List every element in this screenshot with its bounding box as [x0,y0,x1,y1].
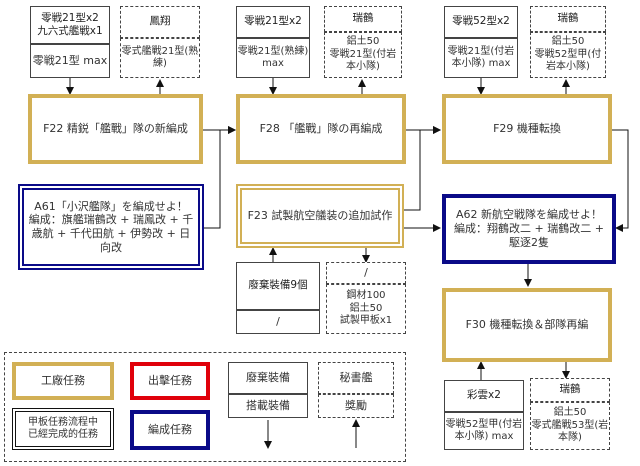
f23-reward: 鋼材100 鋁土50 試製甲板x1 [326,284,406,334]
legend-reward: 獎勵 [318,394,394,418]
f28-secretary: 瑞鶴 [324,6,402,32]
node-f29[interactable]: F29 機種転換 [442,94,612,164]
legend-secretary: 秘書艦 [318,362,394,394]
legend-completed-task: 甲板任務流程中 已經完成的任務 [12,408,114,450]
arrow-f29-f30 [612,129,629,232]
f30-requirement-top: 彩雲x2 [444,380,524,412]
f30-secretary: 瑞鶴 [530,378,610,402]
node-a62[interactable]: A62 新航空戦隊を編成せよ！ 編成：翔鶴改二 + 瑞鶴改二 + 駆逐2隻 [442,194,616,264]
f22-requirement-top: 零戦21型x2 九六式艦戦x1 [30,6,110,44]
node-f30[interactable]: F30 機種転換＆部隊再編 [442,288,612,362]
f30-reward: 鋁土50 零式艦戰53型(岩本隊) [530,402,610,450]
f29-requirement-top: 零戦52型x2 [444,6,518,38]
f28-requirement-bottom: 零戦21型(熟練) max [236,38,310,78]
f23-requirement-top: 廢棄裝備9個 [236,262,320,310]
legend [4,352,406,462]
f29-requirement-bottom: 零戦21型(付岩本小隊) max [444,38,518,78]
legend-organize-task: 編成任務 [130,410,210,450]
f22-requirement-bottom: 零戦21型 max [30,44,110,78]
f30-requirement-bottom: 零戦52型甲(付岩本小隊) max [444,412,524,450]
legend-sortie-task: 出擊任務 [130,362,210,400]
node-f22[interactable]: F22 精鋭「艦戰」隊の新編成 [28,94,203,164]
node-f28[interactable]: F28 「艦戰」隊の再編成 [236,94,406,164]
f28-requirement-top: 零戦21型x2 [236,6,310,38]
arrow-a61-f28 [204,126,236,229]
legend-equip-equipment: 搭載裝備 [228,394,308,418]
f29-reward: 鋁土50 零戦52型甲(付岩本小隊) [530,32,606,78]
node-a61[interactable]: A61「小沢艦隊」を編成せよ！ 編成：旗艦瑞鶴改 + 瑞鳳改 + 千歳航 + 千… [18,184,204,270]
f29-secretary: 瑞鶴 [530,6,606,32]
f22-secretary: 鳳翔 [120,6,200,38]
f23-secretary: / [326,262,406,284]
arrow-f23-f29 [404,126,441,211]
f23-requirement-bottom: / [236,310,320,334]
f28-reward: 鋁土50 零戦21型(付岩本小隊) [324,32,402,78]
legend-discard-equipment: 廢棄裝備 [228,362,308,394]
legend-factory-task: 工廠任務 [12,362,114,400]
node-f23[interactable]: F23 試製航空艤装の追加試作 [236,184,404,248]
f22-reward: 零式艦戰21型(熟練) [120,38,200,78]
